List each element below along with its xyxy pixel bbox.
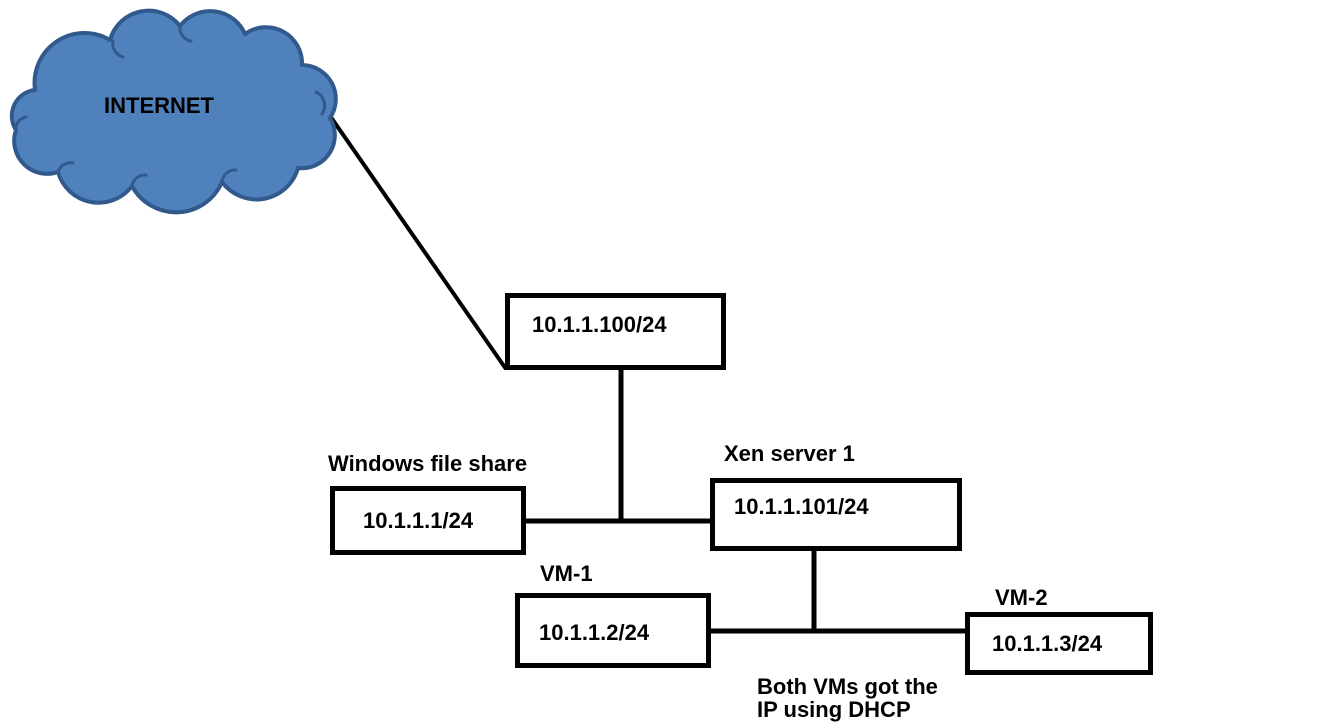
vm2-label: VM-2: [995, 585, 1048, 610]
node-box-vm2: 10.1.1.3/24: [965, 612, 1153, 675]
dhcp-note-line1: Both VMs got the: [757, 674, 938, 699]
xen-server-label: Xen server 1: [724, 441, 855, 466]
internet-label: INTERNET: [104, 93, 214, 118]
node-box-fileshare: 10.1.1.1/24: [330, 486, 526, 555]
vm1-ip: 10.1.1.2/24: [539, 619, 650, 645]
gateway-ip: 10.1.1.100/24: [532, 311, 667, 337]
dhcp-note-line2: IP using DHCP: [757, 697, 911, 722]
fileshare-label: Windows file share: [328, 451, 528, 476]
cloud-curl-details: [14, 25, 327, 188]
fileshare-ip: 10.1.1.1/24: [363, 507, 474, 533]
node-box-gateway: 10.1.1.100/24: [505, 293, 726, 370]
node-box-vm1: 10.1.1.2/24: [515, 593, 711, 668]
vm2-ip: 10.1.1.3/24: [992, 630, 1103, 656]
vm1-label: VM-1: [540, 561, 593, 586]
internet-cloud-icon: [9, 8, 338, 215]
node-box-xen-server: 10.1.1.101/24: [710, 478, 962, 551]
xen-server-ip: 10.1.1.101/24: [734, 493, 869, 519]
dhcp-note: Both VMs got the IP using DHCP: [757, 675, 938, 721]
link-internet-gateway: [326, 111, 508, 371]
